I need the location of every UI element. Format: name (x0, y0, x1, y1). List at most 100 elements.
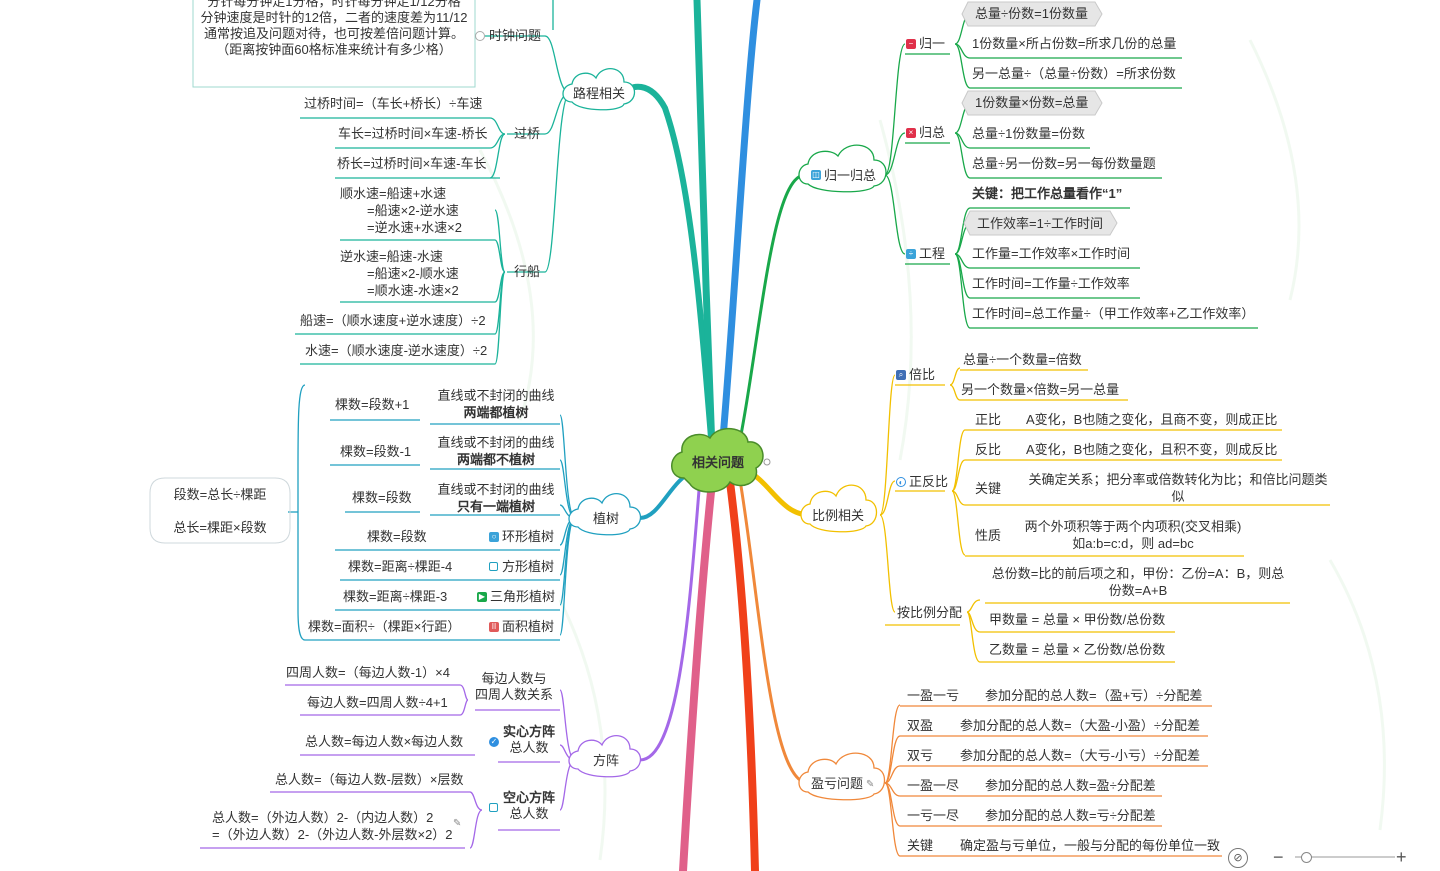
cloud-square (568, 735, 642, 778)
cloud-unitary (798, 144, 887, 193)
unitary-icon: ◫ (811, 170, 821, 180)
ratio-connectors (879, 367, 1330, 663)
guizong-label[interactable]: 归总 (919, 125, 946, 140)
root-node[interactable] (671, 428, 764, 493)
trunk-blue (718, 0, 761, 454)
node-square[interactable]: 方阵 (592, 753, 619, 768)
note-icon: ✎ (453, 818, 462, 829)
fenpei-label[interactable]: 按比例分配 (897, 605, 963, 620)
beibi-label[interactable]: 倍比 (909, 367, 936, 382)
tree-type: 三角形植树 (490, 589, 556, 604)
zhengfan-key-text: 关确定关系；把分率或倍数转化为比；和倍比问题类似 (1028, 472, 1328, 504)
zoom-slider-handle[interactable] (1301, 852, 1312, 863)
yingkui-text: 参加分配的总人数=（大亏-小亏）÷分配差 (960, 748, 1201, 763)
matrix-item: 总人数=（外边人数）2-（内边人数）2=（外边人数）2-（外边人数-外层数×2）… (212, 810, 453, 842)
profit-connectors (884, 704, 1222, 857)
note-icon: ✎ (866, 779, 875, 790)
yingkui-label[interactable]: 双亏 (907, 748, 934, 763)
guiyi-label[interactable]: 归一 (919, 36, 946, 51)
clock-note-box (192, 0, 476, 88)
unitary-connectors (884, 13, 1258, 329)
tree-desc: 直线或不封闭的曲线两端都植树 (437, 388, 555, 420)
tree-type: 方形植树 (502, 559, 555, 574)
work-item: 工作时间=工作量÷工作效率 (972, 276, 1130, 291)
work-key: 关键：把工作总量看作“1” (972, 186, 1123, 201)
zhengfan-prop-label[interactable]: 性质 (975, 528, 1002, 543)
matrix-item: 总人数=（每边人数-层数）×层数 (275, 772, 464, 787)
work-label[interactable]: 工程 (919, 246, 946, 261)
node-unitary[interactable]: 归一归总 (824, 168, 877, 183)
zhengfan-key-label[interactable]: 关键 (975, 481, 1002, 496)
tree-formula: 棵数=段数 (367, 529, 427, 544)
triangle-icon: ▶ (477, 592, 487, 602)
boat-label[interactable]: 行船 (514, 264, 541, 279)
yingkui-label[interactable]: 一盈一尽 (907, 778, 960, 793)
root-label: 相关问题 (691, 455, 744, 470)
tree-formula: 棵数=距离÷棵距-4 (348, 559, 453, 574)
tree-desc: 直线或不封闭的曲线两端都不植树 (437, 435, 555, 467)
yingkui-label[interactable]: 一盈一亏 (907, 688, 960, 703)
yingkui-text: 参加分配的总人数=（盈+亏）÷分配差 (985, 688, 1203, 703)
bridge-label[interactable]: 过桥 (514, 126, 541, 141)
yingkui-label[interactable]: 一亏一尽 (907, 808, 960, 823)
guizong-item: 总量÷另一份数=另一每份数量题 (972, 156, 1156, 171)
tree-summary: 段数=总长÷棵距 总长=棵距×段数 (173, 487, 267, 535)
highlight-chips (961, 1, 1118, 236)
square-icon (489, 803, 498, 812)
clock-note: 分针每分钟走1分格，时针每分钟走1/12分格 分钟速度是时针的12倍，二者的速度… (200, 0, 468, 57)
matrix-solid-label[interactable]: 实心方阵总人数 (502, 724, 555, 755)
guiyi-item: 总量÷份数=1份数量 (975, 6, 1088, 21)
cloud-tree (568, 493, 642, 536)
trunks (622, 0, 813, 871)
square-connectors (200, 684, 576, 849)
trunk-pink (679, 478, 716, 871)
boat-upstream: 逆水速=船速-水速 =船速×2-顺水速 =顺水速-水速×2 (340, 249, 459, 298)
zoom-in-button[interactable]: + (1396, 847, 1407, 867)
work-item: 工作量=工作效率×工作时间 (972, 246, 1131, 261)
fan-label[interactable]: 反比 (975, 442, 1002, 457)
matrix-relation-label[interactable]: 每边人数与四周人数关系 (474, 671, 553, 702)
zoom-slider-track[interactable] (1295, 856, 1395, 858)
fenpei-item: 总份数=比的前后项之和，甲份：乙份=A：B，则总份数=A+B (991, 566, 1285, 598)
tree-connectors (288, 384, 576, 641)
yingkui-label[interactable]: 关键 (907, 838, 934, 853)
guiyi-item: 另一总量÷（总量÷份数）=所求份数 (972, 66, 1176, 81)
guizong-item: 1份数量×份数=总量 (975, 95, 1089, 110)
node-ratio[interactable]: 比例相关 (811, 508, 864, 523)
tree-desc: 直线或不封闭的曲线只有一端植树 (437, 482, 555, 514)
tree-formula: 棵数=面积÷（棵距×行距） (308, 619, 461, 634)
zheng-text: A变化，B也随之变化，且商不变，则成正比 (1026, 412, 1278, 427)
work-item: 工作时间=总工作量÷（甲工作效率+乙工作效率） (972, 306, 1255, 321)
node-route[interactable]: 路程相关 (572, 86, 625, 101)
beibi-item: 总量÷一个数量=倍数 (963, 352, 1082, 367)
matrix-hollow-label[interactable]: 空心方阵总人数 (502, 790, 555, 821)
yingkui-label[interactable]: 双盈 (907, 718, 934, 733)
trunk-profit (738, 478, 810, 785)
yingkui-text: 确定盈与亏单位，一般与分配的每份单位一致 (960, 838, 1221, 853)
cloud-nodes (562, 68, 887, 801)
zhengfan-label[interactable]: 正反比 (909, 474, 949, 489)
yingkui-text: 参加分配的总人数=亏÷分配差 (985, 808, 1156, 823)
tree-type: 面积植树 (502, 619, 555, 634)
tree-summary-bracket (149, 477, 291, 544)
route-connectors (295, 0, 571, 365)
zhengfan-prop-text: 两个外项积等于两个内项积(交叉相乘)如a:b=c:d，则 ad=bc (1024, 519, 1242, 551)
trunk-square (638, 476, 702, 762)
clock-label[interactable]: 时钟问题 (489, 28, 542, 43)
node-tree[interactable]: 植树 (592, 511, 619, 526)
work-item: 工作效率=1÷工作时间 (977, 216, 1103, 231)
tree-formula: 棵数=段数+1 (335, 397, 410, 412)
tree-formula: 棵数=段数-1 (340, 444, 412, 459)
yingkui-text: 参加分配的总人数=（大盈-小盈）÷分配差 (960, 718, 1201, 733)
root-collapse-dot[interactable] (763, 458, 771, 466)
link-icon[interactable]: ⊘ (1228, 848, 1248, 868)
square-icon (489, 562, 498, 571)
zoom-out-button[interactable]: − (1273, 847, 1284, 867)
minus-icon: − (906, 39, 916, 49)
node-profit[interactable]: 盈亏问题 (811, 776, 864, 791)
bridge-item: 车长=过桥时间×车速-桥长 (338, 126, 488, 141)
guizong-item: 总量÷1份数量=份数 (972, 126, 1085, 141)
check-icon: ✓ (489, 737, 499, 747)
zheng-label[interactable]: 正比 (975, 412, 1002, 427)
fenpei-yi: 乙数量 = 总量 × 乙份数/总份数 (989, 642, 1166, 657)
